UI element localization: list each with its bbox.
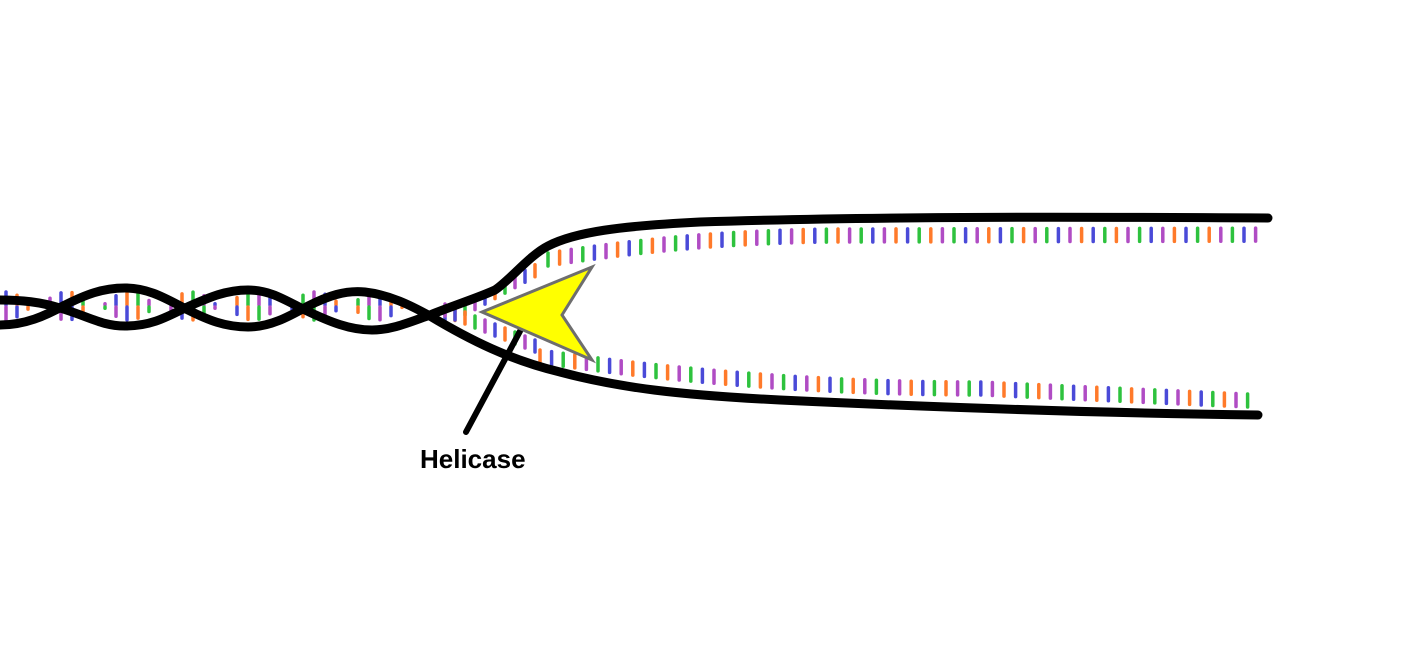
helicase-enzyme [478,263,597,364]
dna-strands [0,212,1273,435]
helix-strand-a [0,285,435,335]
helicase-pointer-line [463,317,529,435]
helix-strand-b [0,283,435,332]
top-strand [425,212,1273,320]
bottom-strand [425,311,1263,420]
helicase-label: Helicase [420,444,526,474]
